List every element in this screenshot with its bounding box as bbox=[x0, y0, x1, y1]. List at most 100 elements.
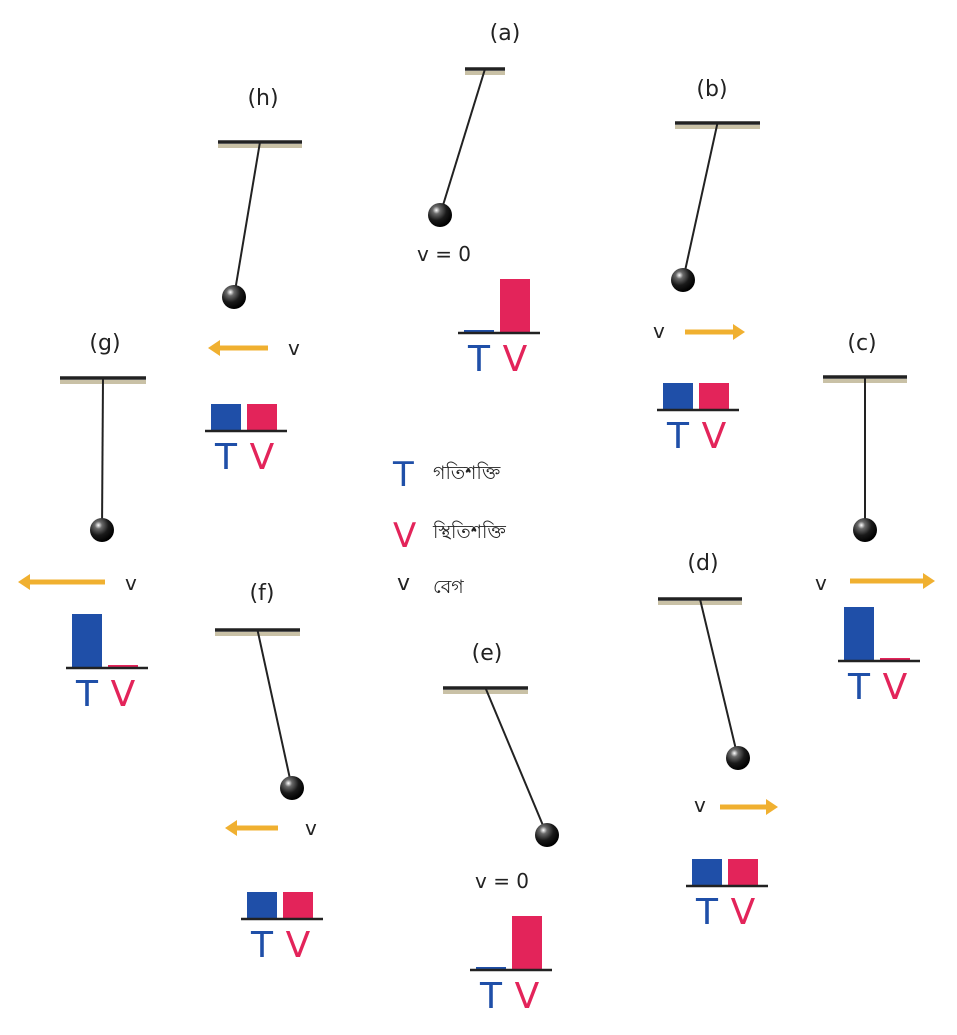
pendulum-bob bbox=[535, 823, 559, 847]
potential-energy-bar bbox=[283, 892, 313, 919]
velocity-arrow-left-icon bbox=[225, 820, 278, 836]
potential-energy-label: V bbox=[731, 892, 756, 933]
potential-energy-bar bbox=[108, 665, 138, 668]
velocity-label: v = 0 bbox=[417, 242, 471, 266]
kinetic-energy-bar bbox=[663, 383, 693, 410]
ceiling-shadow bbox=[465, 71, 505, 75]
potential-energy-label: V bbox=[515, 976, 540, 1017]
pendulum-bob bbox=[222, 285, 246, 309]
pendulum-string bbox=[439, 68, 486, 216]
velocity-label: v bbox=[653, 319, 665, 343]
kinetic-energy-label: T bbox=[467, 339, 491, 380]
kinetic-energy-label: T bbox=[479, 976, 503, 1017]
potential-energy-label: V bbox=[250, 437, 275, 478]
pendulum-string bbox=[101, 377, 104, 531]
panel-label: (h) bbox=[247, 86, 278, 111]
pendulum-bob bbox=[853, 518, 877, 542]
arrow-head bbox=[733, 324, 745, 340]
legend-kinetic: T গতিশক্তি bbox=[392, 455, 501, 495]
pendulum-string bbox=[484, 687, 548, 836]
kinetic-energy-bar bbox=[247, 892, 277, 919]
legend-kinetic-symbol: T bbox=[392, 455, 414, 495]
velocity-arrow-right-icon bbox=[720, 799, 778, 815]
potential-energy-label: V bbox=[702, 416, 727, 457]
pendulum-string bbox=[256, 629, 293, 789]
potential-energy-bar bbox=[500, 279, 530, 333]
potential-energy-bar bbox=[880, 658, 910, 661]
potential-energy-bar bbox=[512, 916, 542, 970]
pendulum-bob bbox=[726, 746, 750, 770]
velocity-arrow-right-icon bbox=[850, 573, 935, 589]
panel-label: (g) bbox=[89, 331, 120, 356]
panel-label: (a) bbox=[490, 21, 521, 46]
velocity-label: v = 0 bbox=[475, 869, 529, 893]
legend-potential-text: স্থিতিশক্তি bbox=[432, 521, 506, 543]
panel-label: (f) bbox=[250, 581, 275, 606]
velocity-label: v bbox=[305, 816, 317, 840]
legend-potential: V স্থিতিশক্তি bbox=[393, 516, 506, 556]
arrow-head bbox=[208, 340, 220, 356]
panel-label: (c) bbox=[847, 331, 876, 356]
panel-label: (e) bbox=[472, 641, 503, 666]
panel-label: (b) bbox=[696, 77, 727, 102]
pendulum-string bbox=[699, 598, 739, 759]
velocity-arrow-right-icon bbox=[685, 324, 745, 340]
potential-energy-label: V bbox=[111, 674, 136, 715]
potential-energy-label: V bbox=[883, 667, 908, 708]
kinetic-energy-bar bbox=[72, 614, 102, 668]
kinetic-energy-bar bbox=[476, 967, 506, 970]
legend-velocity: v বেগ bbox=[397, 571, 464, 598]
velocity-label: v bbox=[288, 336, 300, 360]
kinetic-energy-label: T bbox=[75, 674, 99, 715]
velocity-arrow-left-icon bbox=[208, 340, 268, 356]
kinetic-energy-label: T bbox=[666, 416, 690, 457]
legend: T গতিশক্তি V স্থিতিশক্তি v বেগ bbox=[392, 455, 506, 598]
kinetic-energy-label: T bbox=[847, 667, 871, 708]
kinetic-energy-bar bbox=[211, 404, 241, 431]
kinetic-energy-label: T bbox=[214, 437, 238, 478]
arrow-head bbox=[923, 573, 935, 589]
potential-energy-label: V bbox=[286, 925, 311, 966]
arrow-head bbox=[225, 820, 237, 836]
velocity-label: v bbox=[815, 571, 827, 595]
potential-energy-bar bbox=[699, 383, 729, 410]
legend-potential-symbol: V bbox=[393, 516, 416, 556]
potential-energy-label: V bbox=[503, 339, 528, 380]
arrow-head bbox=[18, 574, 30, 590]
pendulum-bob bbox=[428, 203, 452, 227]
pendulum-bob bbox=[90, 518, 114, 542]
kinetic-energy-bar bbox=[844, 607, 874, 661]
legend-velocity-symbol: v bbox=[397, 571, 410, 596]
pendulum-string bbox=[682, 122, 719, 281]
potential-energy-bar bbox=[247, 404, 277, 431]
potential-energy-bar bbox=[728, 859, 758, 886]
velocity-label: v bbox=[125, 571, 137, 595]
velocity-arrow-left-icon bbox=[18, 574, 105, 590]
pendulum-bob bbox=[280, 776, 304, 800]
pendulum-string bbox=[233, 141, 261, 298]
pendulum-bob bbox=[671, 268, 695, 292]
panel-label: (d) bbox=[687, 551, 718, 576]
legend-kinetic-text: গতিশক্তি bbox=[433, 462, 501, 484]
arrow-head bbox=[766, 799, 778, 815]
ceiling-shadow bbox=[443, 690, 528, 694]
kinetic-energy-bar bbox=[464, 330, 494, 333]
